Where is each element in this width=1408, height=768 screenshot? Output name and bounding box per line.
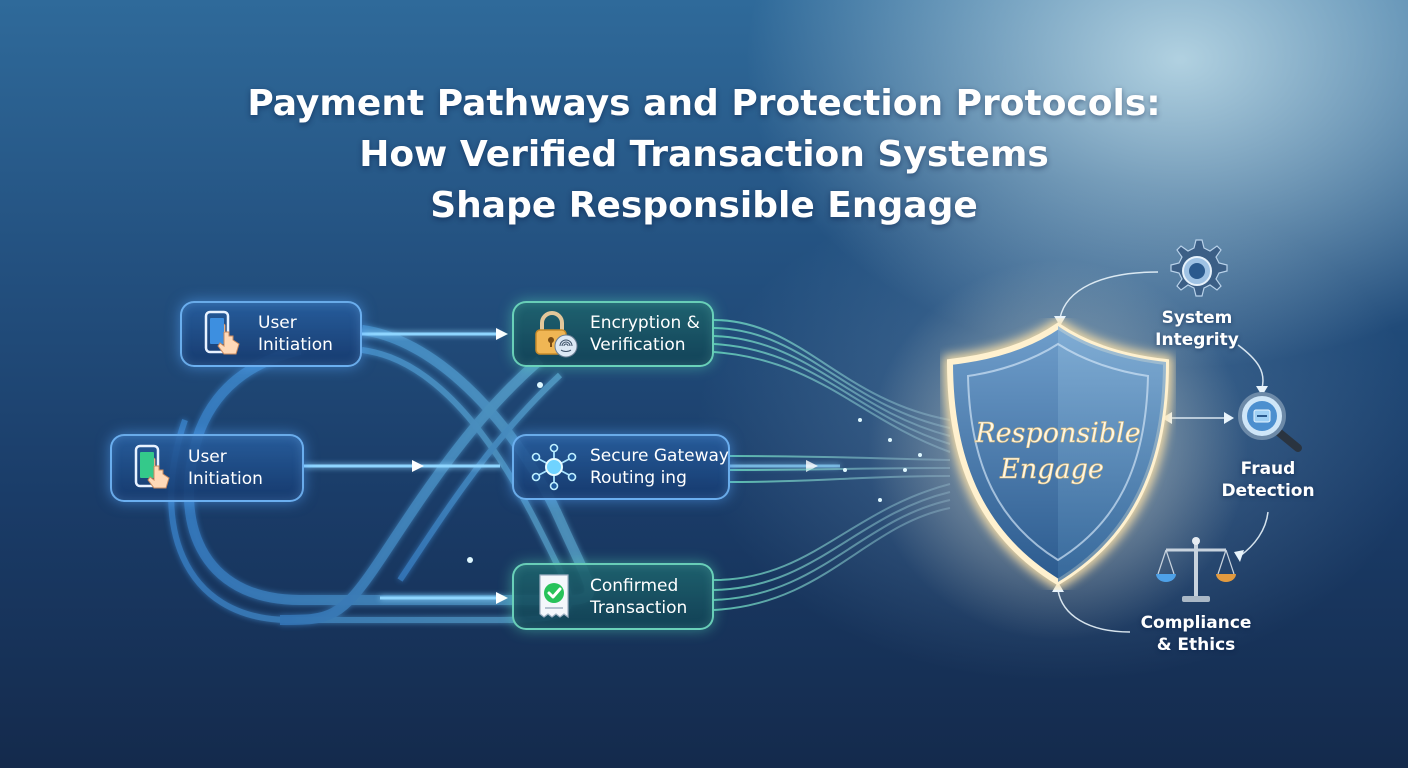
node-user-initiation-left[interactable]: User Initiation: [110, 434, 304, 502]
cycle-label-compliance-ethics: Compliance & Ethics: [1140, 613, 1252, 655]
node-confirmed-transaction[interactable]: Confirmed Transaction: [512, 563, 714, 630]
node-secure-gateway[interactable]: Secure Gateway Routing ing: [512, 434, 730, 500]
padlock-fingerprint-icon: [535, 311, 578, 358]
cycle-label-system-integrity: System Integrity: [1155, 308, 1239, 350]
node-label: Secure Gateway Routing ing: [590, 446, 729, 488]
magnifier-icon: [1238, 392, 1302, 452]
title-line-3: Shape Responsible Engage: [430, 185, 978, 226]
connectors: [304, 332, 840, 600]
phone-touch-icon: [204, 310, 240, 355]
gear-icon: [1170, 239, 1228, 297]
receipt-check-icon: [539, 573, 569, 618]
node-encryption-verification[interactable]: Encryption & Verification: [512, 301, 714, 367]
cycle-arrows: [1057, 271, 1269, 633]
node-label: Confirmed Transaction: [590, 575, 688, 618]
title-line-1: Payment Pathways and Protection Protocol…: [247, 83, 1161, 124]
title-line-2: How Verified Transaction Systems: [359, 134, 1049, 175]
shield-label-line-1: Responsible: [974, 418, 1140, 449]
converging-streams: [713, 319, 951, 611]
page-title: Payment Pathways and Protection Protocol…: [0, 78, 1408, 231]
node-label: User Initiation: [258, 313, 333, 355]
node-label: User Initiation: [188, 447, 263, 489]
scales-icon: [1156, 537, 1236, 602]
phone-touch-icon: [134, 444, 170, 489]
stream-dots: [467, 382, 922, 563]
shield-label-line-2: Engage: [999, 454, 1104, 485]
node-user-initiation-top[interactable]: User Initiation: [180, 301, 362, 367]
cycle-label-fraud-detection: Fraud Detection: [1221, 459, 1315, 501]
shield-icon: Responsible Engage: [942, 318, 1174, 590]
node-label: Encryption & Verification: [590, 313, 700, 355]
network-hub-icon: [531, 443, 577, 491]
